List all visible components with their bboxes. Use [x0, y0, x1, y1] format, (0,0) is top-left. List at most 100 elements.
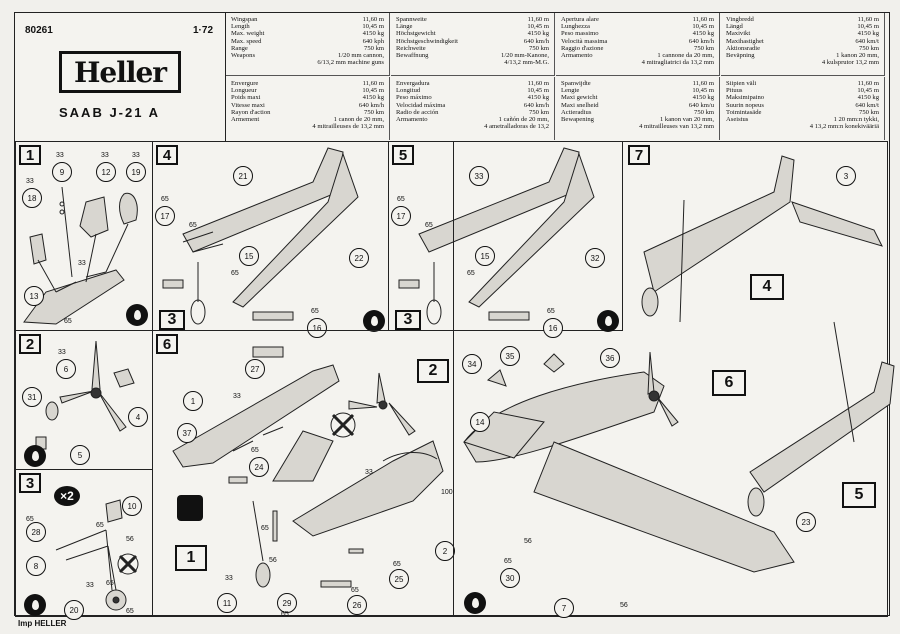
- spec-label: Suurin nopeus: [726, 101, 764, 109]
- spec-value: 11,60 m: [362, 80, 384, 87]
- spec-label: Maxihastighet: [726, 37, 764, 45]
- part-callout: 65: [281, 611, 289, 618]
- glue-icon: [24, 594, 46, 616]
- spec-label: Maxi snelheid: [561, 101, 599, 109]
- part-callout: 25: [389, 569, 409, 589]
- spec-value: 4 mitrailleuses van 13,2 mm: [639, 123, 714, 131]
- spec-label: Maxivikt: [726, 30, 751, 38]
- spec-value: 4 kulsprutor 13,2 mm: [821, 59, 879, 67]
- part-callout: 3: [836, 166, 856, 186]
- part-callout: 18: [22, 188, 42, 208]
- part-callout: 27: [245, 359, 265, 379]
- spec-value: 11,60 m: [692, 80, 714, 87]
- spec-value: 10,45 m: [362, 23, 384, 31]
- spec-label: Velocità massima: [561, 37, 608, 45]
- spec-value: 11,60 m: [692, 16, 714, 23]
- spec-label: Höchstgewicht: [396, 30, 436, 38]
- part-callout: 22: [349, 248, 369, 268]
- part-callout: 33: [365, 469, 373, 476]
- step-7-label: 7: [628, 145, 650, 165]
- part-callout: 65: [547, 308, 555, 315]
- spec-label: Pituus: [726, 87, 743, 95]
- spec-label: Wingspan: [231, 16, 258, 23]
- spec-label: Aktionsradie: [726, 44, 761, 52]
- spec-value: 750 km: [364, 44, 384, 52]
- spec-row: Max. weight 4150 kg: [231, 30, 384, 37]
- part-callout: 33: [469, 166, 489, 186]
- spec-row: Siipien väli 11,60 m: [726, 80, 879, 87]
- step-4-label: 4: [156, 145, 178, 165]
- part-callout: 31: [22, 387, 42, 407]
- spec-label: Lunghezza: [561, 23, 590, 31]
- spec-value: 4150 kg: [362, 30, 384, 38]
- step-6-panel: 6 27 1 33 37 65 24 33 100 2 56 65 11 33: [152, 330, 455, 618]
- spec-value: 10,45 m: [362, 87, 384, 95]
- step-2-label: 2: [19, 334, 41, 354]
- spec-value: 640 km/t: [855, 37, 879, 45]
- spec-row: 4/13,2 mm-M.G.: [396, 59, 549, 66]
- spec-value: 11,60 m: [527, 80, 549, 87]
- part-callout: 9: [52, 162, 72, 182]
- part-callout: 65: [189, 222, 197, 229]
- brand-panel: 80261 1·72 Heller SAAB J-21 A: [15, 13, 226, 141]
- part-callout: 17: [155, 206, 175, 226]
- spec-value: 10,45 m: [857, 23, 879, 31]
- spec-value: 10,45 m: [692, 87, 714, 95]
- spec-value: 10,45 m: [527, 87, 549, 95]
- part-callout: 24: [249, 457, 269, 477]
- printer-credit: Imp HELLER: [18, 619, 67, 628]
- part-callout: 16: [307, 318, 327, 338]
- spec-label: Siipien väli: [726, 80, 757, 87]
- part-callout: 23: [796, 512, 816, 532]
- spec-label: Aseistus: [726, 116, 749, 124]
- spec-value: 11,60 m: [857, 80, 879, 87]
- part-callout: 65: [231, 270, 239, 277]
- spec-value: 11,60 m: [527, 16, 549, 23]
- part-callout: 29: [277, 593, 297, 613]
- spec-label: Max. weight: [231, 30, 265, 38]
- sub-assembly-ref: 1: [175, 545, 207, 571]
- part-callout: 1: [183, 391, 203, 411]
- header: 80261 1·72 Heller SAAB J-21 A Wingspan 11…: [15, 13, 888, 142]
- spec-value: 640 km/u: [688, 101, 714, 109]
- part-callout: 20: [64, 600, 84, 620]
- part-callout: 35: [500, 346, 520, 366]
- spec-label: Raggio d'azione: [561, 44, 604, 52]
- part-callout: 65: [397, 196, 405, 203]
- spec-value: 1 cañón de 20 mm,: [498, 116, 549, 124]
- part-callout: 33: [56, 152, 64, 159]
- part-callout: 33: [225, 575, 233, 582]
- sub-assembly-ref: 6: [712, 370, 746, 396]
- part-callout: 37: [177, 423, 197, 443]
- part-callout: 65: [251, 447, 259, 454]
- glue-icon: [464, 592, 486, 614]
- part-callout: 65: [126, 608, 134, 615]
- part-callout: 15: [239, 246, 259, 266]
- spec-label: Beväpning: [726, 52, 755, 60]
- part-callout: 26: [347, 595, 367, 615]
- spec-row: 4 mitrailleuses van 13,2 mm: [561, 123, 714, 130]
- spec-label: Peso massimo: [561, 30, 599, 38]
- sub-assembly-ref: 4: [750, 274, 784, 300]
- part-callout: 65: [106, 580, 114, 587]
- spec-value: 750 km: [364, 108, 384, 116]
- kit-scale: 1·72: [192, 25, 213, 36]
- spec-value: 1 kanon van 20 mm,: [659, 116, 714, 124]
